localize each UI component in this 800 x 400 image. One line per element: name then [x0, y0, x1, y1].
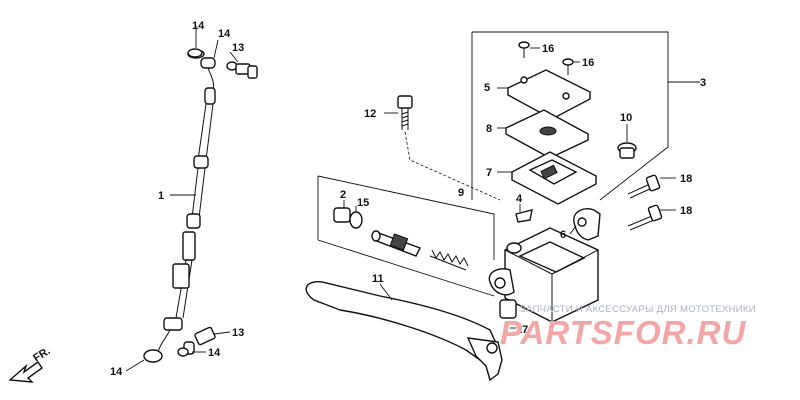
spring: [429, 249, 469, 271]
direction-label: FR.: [31, 345, 52, 365]
piston: [371, 230, 421, 257]
clip-4: [515, 209, 533, 223]
upper-banjo-bolt: [235, 63, 258, 79]
watermark-logo: PARTSFOR.RU: [500, 314, 747, 351]
callout-13-upper: 13: [232, 42, 244, 54]
bolt-10: [617, 142, 637, 159]
seal-15: [349, 211, 363, 229]
callout-2: 2: [340, 189, 346, 201]
bolt-12: [397, 95, 501, 201]
callout-7: 7: [486, 167, 492, 179]
diaphragm-plate-8: [504, 109, 590, 159]
callout-4: 4: [516, 193, 523, 205]
holder-clamp-6: [573, 208, 601, 241]
screw-16-upper: [518, 41, 530, 58]
assembly-bracket-3: [471, 31, 700, 201]
callout-6: 6: [560, 229, 566, 241]
brake-hose: [143, 49, 216, 363]
callout-18-upper: 18: [680, 173, 692, 185]
piston-set-bracket-9: [317, 175, 495, 297]
callout-15: 15: [357, 197, 369, 209]
callout-17: 17: [516, 324, 528, 336]
callout-13-lower: 13: [232, 327, 244, 339]
lower-washer: [177, 347, 189, 357]
callout-10: 10: [620, 112, 632, 124]
callout-18-lower: 18: [680, 205, 692, 217]
callout-11: 11: [372, 273, 384, 285]
callout-14-top-right: 14: [218, 28, 231, 40]
callout-8: 8: [486, 123, 492, 135]
callout-labels: 1 2 3 4 5 6 7 8 9 10 11 12 13 13 14 14 1…: [110, 20, 706, 378]
callout-1: 1: [158, 190, 164, 202]
callout-16-lower: 16: [582, 57, 594, 69]
callout-9: 9: [458, 187, 464, 199]
upper-washer-pair: [187, 48, 238, 71]
bolt-18-upper: [627, 174, 661, 199]
diaphragm-7: [510, 151, 598, 205]
reservoir-cap-5: [506, 69, 592, 120]
callout-16-upper: 16: [542, 43, 554, 55]
callout-12: 12: [364, 108, 376, 120]
watermark-caption: ЗАПЧАСТИ И АКСЕССУАРЫ ДЛЯ МОТОТЕХНИКИ: [520, 304, 756, 315]
callout-14-top-left: 14: [192, 20, 205, 32]
leader-lines: [125, 26, 676, 372]
callout-14-lower-right: 14: [208, 347, 221, 359]
bolt-18-lower: [627, 204, 663, 231]
callout-3: 3: [700, 77, 706, 89]
callout-5: 5: [484, 82, 490, 94]
screw-16-lower: [562, 58, 574, 75]
callout-14-lower-left: 14: [110, 366, 123, 378]
boot-2: [333, 207, 351, 223]
front-direction-arrow: FR.: [8, 345, 53, 383]
master-cylinder-body: [488, 227, 599, 323]
brake-lever-11: [305, 281, 503, 382]
